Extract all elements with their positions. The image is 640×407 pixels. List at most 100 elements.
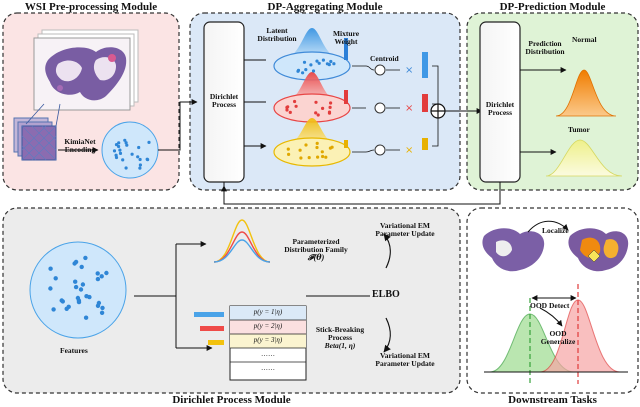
dpm-feature-cloud bbox=[29, 241, 127, 339]
feature-point bbox=[307, 156, 311, 160]
cluster-red bbox=[273, 72, 351, 123]
wsi-patch-stack bbox=[13, 103, 61, 161]
feature-point bbox=[328, 105, 332, 109]
prob-row-3: p(y = 3|η) bbox=[253, 336, 283, 344]
feature-point bbox=[315, 141, 319, 145]
feature-point bbox=[324, 155, 328, 159]
feature-point bbox=[83, 255, 88, 261]
prob-color-bars bbox=[194, 312, 224, 345]
feature-point bbox=[138, 163, 142, 167]
dpm-branch-arrows bbox=[134, 243, 204, 349]
feature-point bbox=[114, 143, 119, 147]
svg-text:×: × bbox=[405, 65, 413, 76]
feature-point bbox=[100, 305, 105, 311]
family-curves bbox=[213, 219, 271, 263]
feature-point bbox=[285, 108, 289, 112]
dp-agg-module-title: DP-Aggregating Module bbox=[267, 1, 383, 13]
feature-point bbox=[138, 157, 142, 162]
localize-arrow bbox=[527, 220, 569, 233]
wsi-to-agg-arrow bbox=[158, 99, 198, 151]
svg-text:×: × bbox=[405, 145, 413, 156]
feature-point bbox=[296, 69, 300, 73]
feature-point bbox=[73, 279, 78, 284]
feature-point bbox=[99, 274, 104, 279]
feature-point bbox=[123, 138, 127, 142]
tumor-label: Tumor bbox=[568, 125, 590, 134]
prob-row-4: …… bbox=[261, 350, 275, 358]
feature-point bbox=[293, 99, 297, 104]
feature-point bbox=[95, 276, 101, 282]
feature-point bbox=[147, 140, 151, 144]
ood-detect-label: OOD Detect bbox=[530, 301, 570, 310]
downstream-slide-right bbox=[568, 228, 629, 272]
feature-point bbox=[294, 104, 298, 108]
feature-point bbox=[137, 145, 141, 150]
feature-point bbox=[304, 68, 308, 72]
ood-curves bbox=[484, 284, 628, 384]
feature-point bbox=[321, 58, 325, 62]
wsi-slide-image bbox=[33, 29, 139, 111]
feature-point bbox=[48, 266, 53, 271]
feature-point bbox=[60, 299, 65, 304]
feature-point bbox=[53, 276, 58, 281]
feature-point bbox=[329, 59, 333, 64]
cluster-yellow bbox=[273, 118, 351, 167]
feature-point bbox=[314, 100, 318, 104]
agg-merge-lines bbox=[386, 65, 439, 151]
feature-point bbox=[124, 166, 128, 170]
feature-point bbox=[130, 152, 134, 156]
feature-point bbox=[76, 299, 82, 305]
feature-point bbox=[301, 71, 305, 75]
feature-point bbox=[328, 146, 332, 150]
downstream-module-title: Downstream Tasks bbox=[508, 394, 597, 406]
wsi-feature-points bbox=[112, 138, 151, 170]
feature-point bbox=[314, 111, 318, 115]
feature-point bbox=[84, 294, 89, 299]
prob-row-5: …… bbox=[261, 364, 275, 372]
localize-label: Localize bbox=[542, 226, 569, 235]
feature-point bbox=[117, 144, 121, 149]
wsi-module-title: WSI Pre-processing Module bbox=[24, 1, 158, 13]
em-arrows bbox=[383, 233, 391, 353]
feature-point bbox=[321, 154, 325, 159]
feature-point bbox=[51, 307, 56, 312]
feature-point bbox=[286, 147, 290, 151]
prob-row-1: p(y = 1|η) bbox=[253, 308, 283, 316]
feature-point bbox=[79, 264, 84, 270]
normal-label: Normal bbox=[572, 35, 597, 44]
feature-point bbox=[317, 61, 321, 65]
ood-generalize-arrow bbox=[539, 307, 563, 327]
multiply-marks: × × × bbox=[405, 65, 413, 156]
feature-point bbox=[299, 156, 303, 160]
feature-point bbox=[146, 158, 150, 162]
cluster-to-centroid-lines bbox=[352, 65, 375, 153]
feature-point bbox=[73, 284, 79, 290]
downstream-slide-left bbox=[482, 228, 545, 272]
prob-row-2: p(y = 2|η) bbox=[253, 322, 283, 330]
feature-point bbox=[302, 60, 307, 64]
feature-point bbox=[138, 166, 142, 170]
feature-point bbox=[64, 306, 69, 311]
weighted-bars bbox=[422, 52, 428, 150]
feature-point bbox=[320, 150, 324, 154]
feature-point bbox=[125, 143, 129, 147]
feature-point bbox=[316, 155, 320, 159]
centroid-circles bbox=[374, 64, 386, 156]
feature-point bbox=[332, 62, 336, 66]
feature-point bbox=[298, 148, 302, 152]
feature-point bbox=[95, 303, 101, 308]
dp-pred-module-title: DP-Prediction Module bbox=[499, 1, 606, 13]
feature-point bbox=[321, 106, 325, 110]
feature-point bbox=[329, 101, 333, 105]
feature-point bbox=[104, 270, 109, 276]
feature-point bbox=[118, 151, 123, 155]
